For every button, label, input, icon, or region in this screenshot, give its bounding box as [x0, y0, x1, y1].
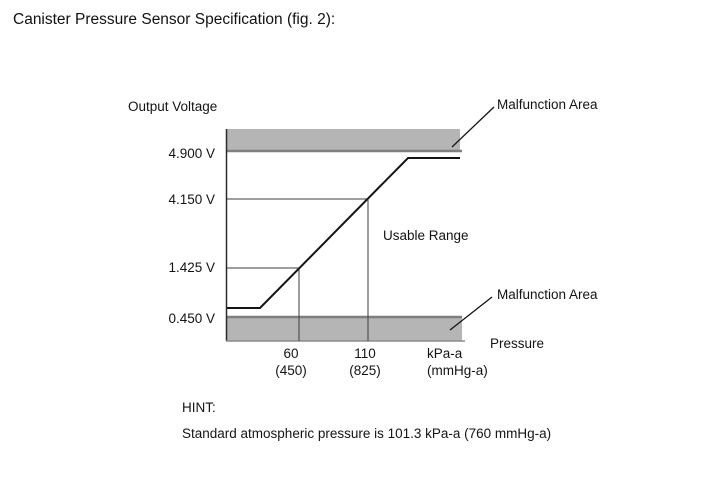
x-unit-kpa: kPa-a	[427, 346, 463, 361]
malfunction-area-label-top: Malfunction Area	[497, 97, 598, 112]
x-tick-60-mmhg: (450)	[275, 363, 307, 378]
x-unit-mmhg: (mmHg-a)	[427, 363, 488, 378]
y-tick-0450: 0.450 V	[168, 311, 215, 326]
malfunction-area-label-bottom: Malfunction Area	[497, 287, 598, 302]
bottom-malfunction-band	[227, 318, 462, 341]
sensor-output-line	[227, 157, 460, 309]
x-unit-label: kPa-a (mmHg-a)	[427, 345, 488, 379]
page-title: Canister Pressure Sensor Specification (…	[13, 11, 336, 28]
x-tick-60: 60 (450)	[256, 345, 326, 379]
leader-line-bottom	[449, 296, 493, 331]
x-tick-110: 110 (825)	[330, 345, 400, 379]
x-tick-110-kpa: 110	[354, 346, 376, 361]
x-tick-60-kpa: 60	[283, 346, 299, 361]
x-tick-110-mmhg: (825)	[349, 363, 381, 378]
x-axis-title: Pressure	[490, 336, 545, 351]
y-tick-4150: 4.150 V	[168, 192, 215, 207]
y-tick-1425: 1.425 V	[168, 260, 215, 275]
leader-line-top	[451, 106, 495, 148]
y-tick-4900: 4.900 V	[168, 146, 215, 161]
hint-heading: HINT:	[182, 400, 216, 415]
top-malfunction-band	[227, 129, 460, 150]
usable-range-label: Usable Range	[383, 228, 469, 243]
hint-text: Standard atmospheric pressure is 101.3 k…	[182, 426, 552, 441]
y-axis-title: Output Voltage	[128, 99, 218, 114]
